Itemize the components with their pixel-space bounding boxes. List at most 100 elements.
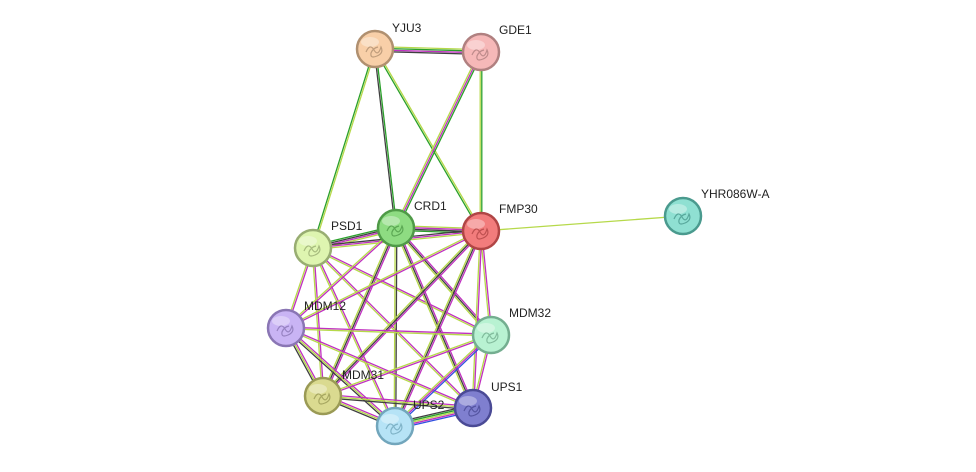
edge-evidence-line [395,230,484,428]
edge-fmp30-mdm12[interactable] [284,229,483,330]
node-circle[interactable] [355,29,395,69]
node-fmp30[interactable]: FMP30 [461,202,538,251]
edge-yju3-fmp30[interactable] [373,47,483,233]
node-highlight [272,316,290,326]
edge-gde1-fmp30[interactable] [479,51,483,232]
edge-mdm12-ups2[interactable] [284,326,397,428]
protein-structure-icon [471,227,489,240]
edge-evidence-line [286,326,397,426]
edge-evidence-line [323,231,483,398]
edge-evidence-line [311,247,323,397]
edge-evidence-line [285,326,474,408]
edge-evidence-line [393,227,396,427]
node-highlight [477,323,495,333]
edge-evidence-line [285,328,474,410]
edge-evidence-line [395,227,474,409]
edge-fmp30-yhr086w-a[interactable] [480,215,684,232]
edge-psd1-ups1[interactable] [311,246,475,410]
node-circle[interactable] [375,406,415,446]
edge-fmp30-ups1[interactable] [471,230,483,409]
edge-psd1-ups2[interactable] [311,247,397,427]
edge-mdm32-mdm31[interactable] [322,333,492,398]
node-circle[interactable] [461,211,501,251]
edge-crd1-ups2[interactable] [393,227,398,427]
edge-evidence-line [322,335,492,398]
edge-crd1-mdm31[interactable] [320,226,399,398]
node-label: YJU3 [392,21,422,35]
node-label: YHR086W-A [701,187,769,201]
node-circle[interactable] [266,308,306,348]
edge-evidence-line [393,227,473,410]
edge-evidence-line [373,48,396,229]
edge-evidence-line [321,229,481,396]
node-highlight [459,396,477,406]
edge-mdm32-ups2[interactable] [393,333,493,428]
edge-evidence-line [394,228,491,337]
node-label: CRD1 [414,199,447,213]
edge-evidence-line [393,333,491,426]
edge-crd1-ups1[interactable] [393,226,476,410]
node-circle[interactable] [293,228,333,268]
edge-mdm31-ups1[interactable] [322,393,474,411]
edge-mdm12-mdm32[interactable] [285,326,492,337]
protein-structure-icon [385,422,403,435]
edge-evidence-line [285,227,398,330]
edge-evidence-line [285,326,492,335]
edge-evidence-line [322,230,482,397]
node-circle[interactable] [453,388,493,428]
node-yhr086w-a[interactable]: YHR086W-A [663,187,769,236]
node-circle[interactable] [461,32,501,72]
edge-evidence-line [313,247,325,397]
edge-evidence-line [395,227,492,336]
node-highlight [467,219,485,229]
node-ups1[interactable]: UPS1 [453,380,523,428]
edge-evidence-line [284,328,395,428]
edge-evidence-line [285,327,396,427]
edge-evidence-line [322,396,474,411]
node-circle[interactable] [663,196,703,236]
protein-structure-icon [276,324,294,337]
edge-evidence-line [322,227,397,397]
edge-gde1-crd1[interactable] [393,50,484,230]
edge-evidence-line [322,333,492,396]
node-highlight [381,414,399,424]
edge-evidence-line [320,226,396,397]
node-yju3[interactable]: YJU3 [355,21,422,69]
edge-yju3-crd1[interactable] [373,48,398,229]
node-mdm32[interactable]: MDM32 [471,306,551,355]
node-crd1[interactable]: CRD1 [376,199,447,248]
edge-psd1-mdm31[interactable] [311,247,325,397]
node-circle[interactable] [376,208,416,248]
node-label: MDM32 [509,306,551,320]
protein-structure-icon [481,331,499,344]
edge-evidence-line [285,328,492,337]
edge-evidence-line [395,335,493,428]
edge-crd1-mdm12[interactable] [284,226,398,330]
edge-evidence-line [396,52,484,230]
edge-evidence-line [311,48,375,249]
edge-evidence-line [473,230,483,409]
node-mdm31[interactable]: MDM31 [303,368,384,416]
edge-evidence-line [393,50,481,228]
edge-mdm12-ups1[interactable] [285,326,474,410]
node-ups2[interactable]: UPS2 [375,398,445,446]
node-highlight [361,37,379,47]
edge-evidence-line [312,246,493,335]
edge-evidence-line [394,230,482,427]
node-label: UPS1 [491,380,523,394]
edge-fmp30-mdm31[interactable] [321,229,483,398]
node-circle[interactable] [471,315,511,355]
protein-structure-icon [463,404,481,417]
node-psd1[interactable]: PSD1 [293,219,363,268]
edge-yju3-psd1[interactable] [311,48,377,249]
edge-evidence-line [392,229,481,427]
node-circle[interactable] [303,376,343,416]
edge-evidence-line [471,230,481,409]
node-mdm12[interactable]: MDM12 [266,299,346,348]
node-highlight [669,204,687,214]
edge-psd1-mdm32[interactable] [311,246,493,337]
edge-fmp30-ups2[interactable] [392,229,484,428]
node-gde1[interactable]: GDE1 [461,23,532,72]
